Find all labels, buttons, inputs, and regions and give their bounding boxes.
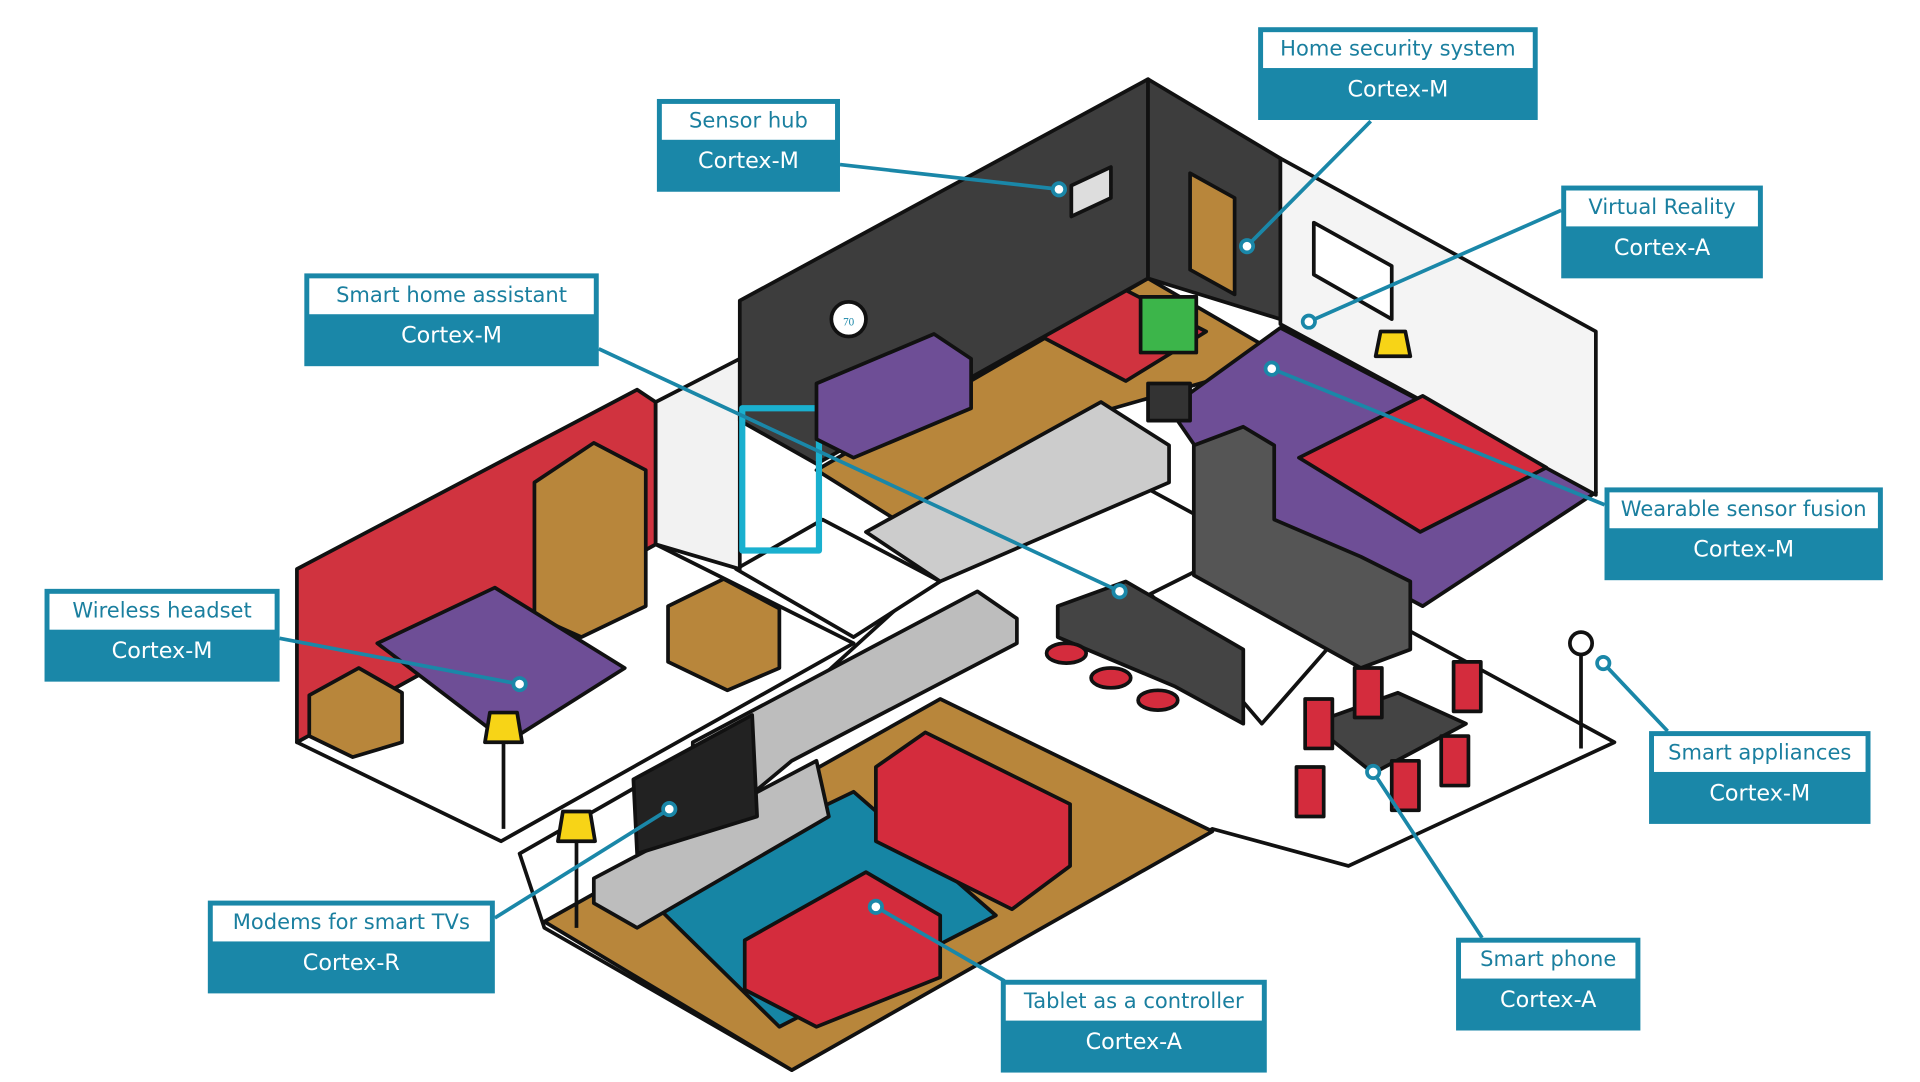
front-door xyxy=(1188,171,1237,297)
thermostat-reading: 70 xyxy=(843,316,855,328)
label-processor: Cortex-A xyxy=(1085,1029,1182,1056)
bar-stools xyxy=(1044,641,1180,712)
label-processor: Cortex-A xyxy=(1613,235,1711,262)
label-processor: Cortex-M xyxy=(1347,76,1449,103)
right-white-wall xyxy=(1278,156,1598,497)
label-title: Modems for smart TVs xyxy=(212,905,490,942)
left-bed xyxy=(375,585,627,745)
security-panel xyxy=(1069,165,1113,219)
bathroom-cabinet xyxy=(666,577,782,693)
shower-cabin xyxy=(739,405,823,554)
label-processor: Cortex-M xyxy=(1709,780,1811,807)
plant xyxy=(1138,295,1199,355)
label-title: Smart phone xyxy=(1461,942,1636,979)
label-title: Sensor hub xyxy=(661,103,836,140)
kitchen-units xyxy=(1191,424,1413,670)
plant-pot xyxy=(1146,381,1192,423)
label-processor: Cortex-M xyxy=(698,148,799,175)
label-title: Virtual Reality xyxy=(1566,190,1758,227)
thermostat xyxy=(829,299,868,339)
leader-lines xyxy=(279,119,1669,983)
label-processor: Cortex-A xyxy=(1500,987,1597,1014)
label-title: Wireless headset xyxy=(49,593,275,630)
bathroom-wall xyxy=(653,356,742,571)
floor-lamps xyxy=(483,329,1595,928)
label-processor: Cortex-M xyxy=(401,322,502,349)
label-title: Smart home assistant xyxy=(309,278,594,315)
purple-sofa xyxy=(814,332,973,460)
label-title: Wearable sensor fusion xyxy=(1609,492,1878,529)
step-wall xyxy=(864,400,1171,584)
label-processor: Cortex-M xyxy=(1693,536,1795,563)
label-processor: Cortex-M xyxy=(111,638,213,665)
label-title: Smart appliances xyxy=(1654,736,1866,772)
right-bed xyxy=(1297,394,1549,534)
tv-stand xyxy=(591,758,831,930)
back-dark-wall xyxy=(737,77,1150,466)
dining-chairs xyxy=(1294,659,1483,819)
label-title: Home security system xyxy=(1263,32,1533,69)
wardrobe xyxy=(532,441,648,639)
label-title: Tablet as a controller xyxy=(1005,984,1262,1021)
red-sofa-right xyxy=(874,730,1072,912)
label-processor: Cortex-R xyxy=(302,950,400,977)
left-nightstand xyxy=(307,666,404,759)
kitchen-island xyxy=(1055,579,1246,726)
red-sofa-front xyxy=(742,870,943,1029)
